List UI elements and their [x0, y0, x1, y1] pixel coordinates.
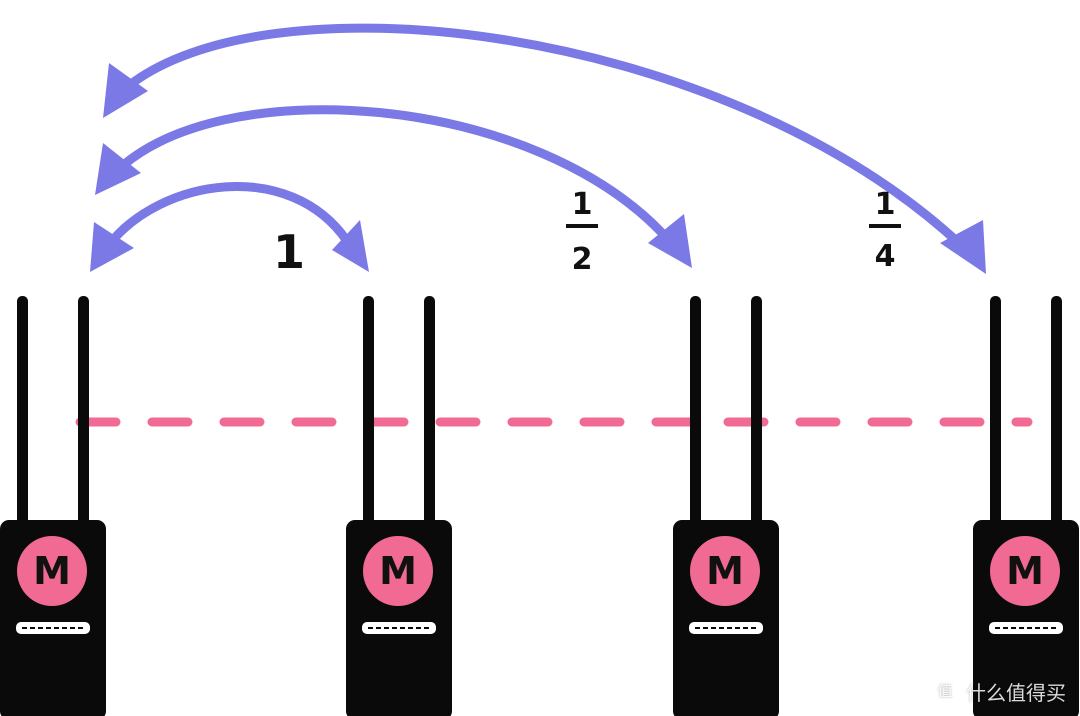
hop-arrow-1 — [103, 182, 352, 251]
router-screen — [16, 622, 90, 634]
watermark-logo-icon: 值 — [930, 676, 960, 706]
router-badge — [690, 536, 760, 606]
arrowhead-left-3 — [103, 63, 148, 118]
hop-label-2-numerator: 1 — [572, 187, 593, 222]
router-badge — [363, 536, 433, 606]
router-badge-letter: M — [379, 549, 417, 593]
arrowhead-right-1 — [332, 220, 369, 272]
hop-label-3-fraction-bar — [869, 224, 901, 228]
hop-label-1: 1 — [273, 225, 305, 279]
arrowhead-left-1 — [90, 222, 134, 272]
hop-label-3-denominator: 4 — [875, 239, 896, 274]
router-screen — [989, 622, 1063, 634]
router-badge-letter: M — [1006, 549, 1044, 593]
router-screen — [689, 622, 763, 634]
router-badge-letter: M — [33, 549, 71, 593]
arrowhead-right-2 — [648, 214, 692, 268]
hop-arrow-3 — [113, 23, 967, 251]
hop-label-2-denominator: 2 — [572, 242, 593, 277]
router-node-4 — [973, 296, 1079, 716]
router-node-1 — [0, 296, 106, 716]
router-node-2 — [346, 296, 452, 716]
router-screen — [362, 622, 436, 634]
hop-arrow-2 — [107, 105, 677, 249]
watermark: 值 什么值得买 — [930, 676, 1066, 706]
router-badge — [990, 536, 1060, 606]
router-badge-letter: M — [706, 549, 744, 593]
hop-label-3-numerator: 1 — [875, 187, 896, 222]
hop-label-2-fraction-bar — [566, 224, 598, 228]
router-node-3 — [673, 296, 779, 716]
watermark-text: 什么值得买 — [966, 680, 1066, 705]
router-badge — [17, 536, 87, 606]
arrowhead-left-2 — [95, 143, 141, 195]
arrowhead-right-3 — [940, 220, 986, 274]
